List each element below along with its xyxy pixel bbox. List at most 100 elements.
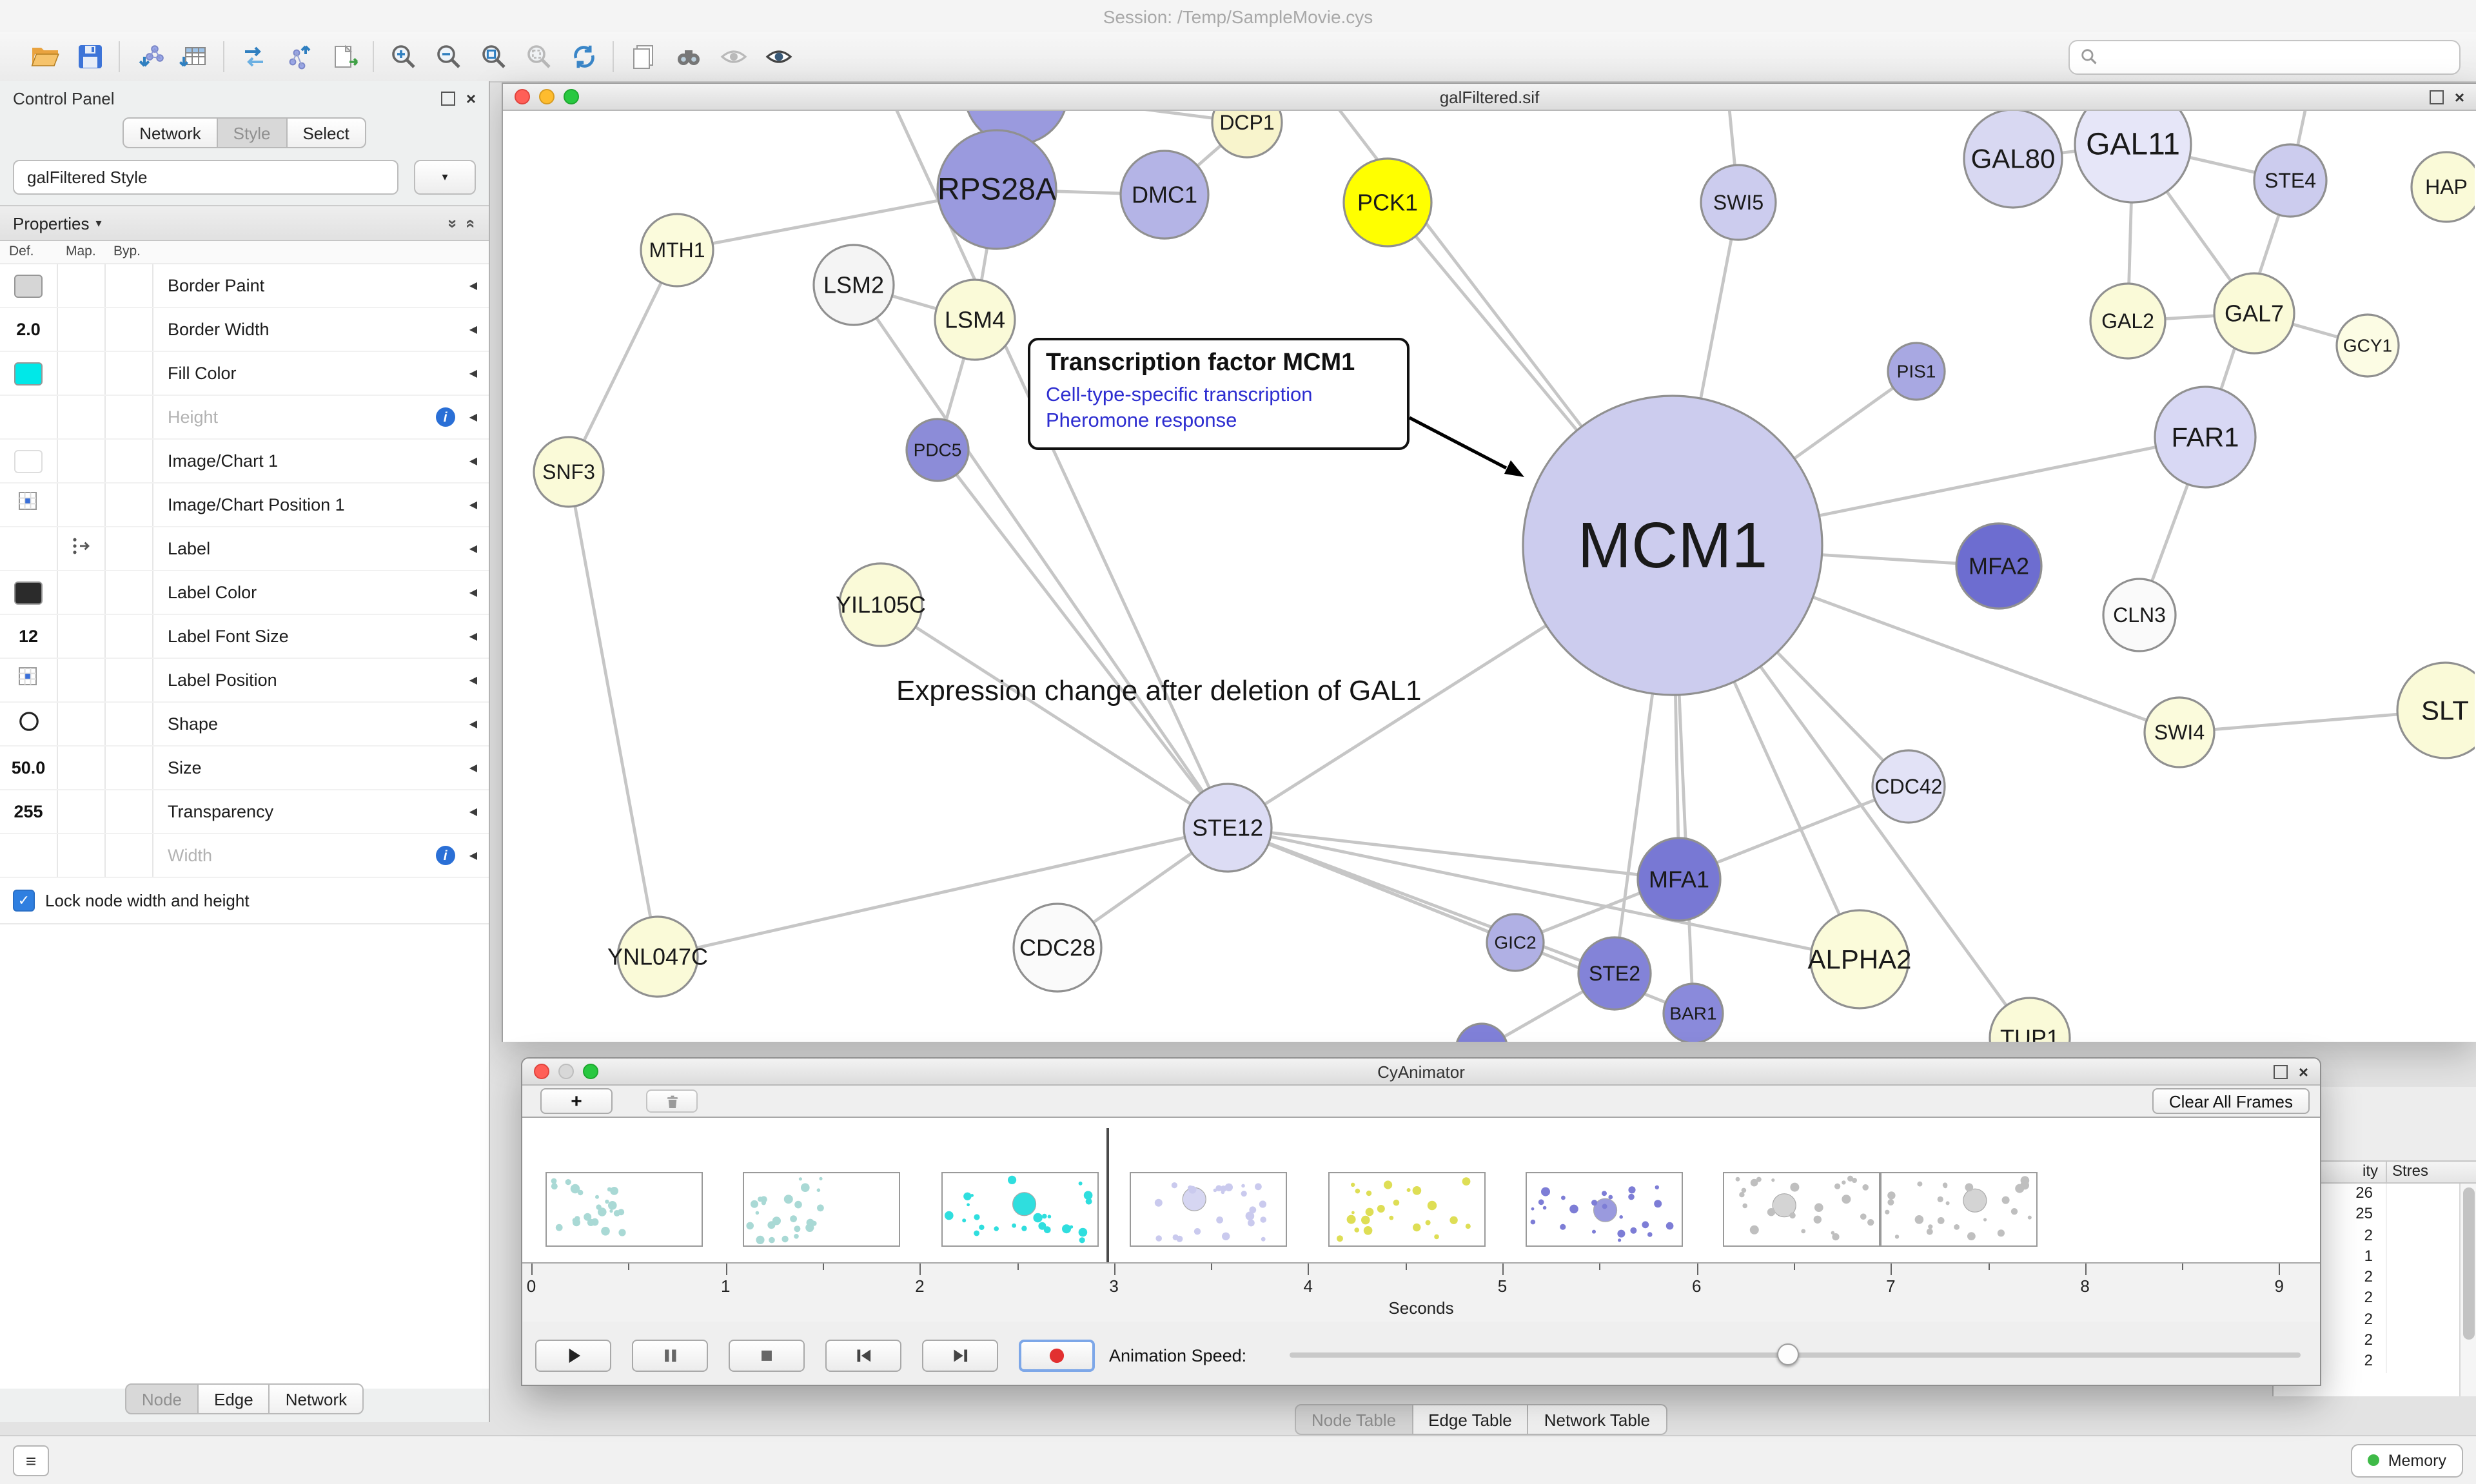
- mapping-cell[interactable]: [58, 571, 106, 614]
- default-value-cell[interactable]: [0, 264, 58, 307]
- expand-row-icon[interactable]: ◀: [469, 674, 477, 686]
- table-row[interactable]: 2: [2274, 1351, 2459, 1373]
- network-node-YNL047C[interactable]: [616, 915, 699, 998]
- collapse-all-icon[interactable]: »: [443, 218, 463, 228]
- network-edge[interactable]: [1016, 111, 1248, 124]
- import-network-icon[interactable]: [132, 39, 166, 74]
- table-scrollbar-thumb[interactable]: [2462, 1187, 2474, 1340]
- color-swatch[interactable]: [14, 581, 43, 604]
- bypass-cell[interactable]: [106, 790, 153, 833]
- info-icon[interactable]: i: [435, 846, 455, 865]
- network-node-STE2[interactable]: [1577, 936, 1652, 1011]
- network-arrows-icon[interactable]: [236, 39, 271, 74]
- network-edge[interactable]: [936, 449, 1229, 829]
- network-node-MCM1[interactable]: [1522, 395, 1823, 696]
- float-panel-icon[interactable]: [441, 91, 456, 105]
- network-node-BAR1[interactable]: [1662, 982, 1724, 1042]
- expand-row-icon[interactable]: ◀: [469, 587, 477, 598]
- frame-thumbnail-1[interactable]: [545, 1172, 703, 1247]
- stop-button[interactable]: [729, 1340, 805, 1372]
- show-all-icon[interactable]: [761, 39, 796, 74]
- property-row-label[interactable]: Label◀: [0, 527, 489, 571]
- properties-header[interactable]: Properties ▾ » «: [0, 205, 489, 241]
- bypass-cell[interactable]: [106, 615, 153, 658]
- expand-row-icon[interactable]: ◀: [469, 718, 477, 730]
- bypass-cell[interactable]: [106, 396, 153, 438]
- animator-close-icon[interactable]: ×: [2298, 1062, 2308, 1081]
- property-row-image-chart-position-1[interactable]: Image/Chart Position 1◀: [0, 483, 489, 527]
- table-tab-network-table[interactable]: Network Table: [1528, 1404, 1667, 1435]
- property-row-label-color[interactable]: Label Color◀: [0, 571, 489, 615]
- frame-thumbnail-6[interactable]: [1526, 1172, 1683, 1247]
- style-tab-network[interactable]: Network: [270, 1383, 364, 1414]
- expand-row-icon[interactable]: ◀: [469, 543, 477, 554]
- speed-slider-handle[interactable]: [1777, 1343, 1799, 1365]
- frame-thumbnail-3[interactable]: [941, 1172, 1099, 1247]
- network-node-LSM4[interactable]: [934, 278, 1016, 361]
- close-window-icon[interactable]: ×: [2454, 87, 2464, 106]
- mapping-cell[interactable]: [58, 352, 106, 395]
- network-node-TUP1[interactable]: [1989, 997, 2071, 1042]
- network-node-STE4[interactable]: [2253, 143, 2328, 218]
- network-node-CDC42[interactable]: [1871, 749, 1946, 824]
- mapping-cell[interactable]: [58, 659, 106, 701]
- save-session-icon[interactable]: [72, 39, 107, 74]
- network-node-DCP1[interactable]: [1211, 111, 1283, 159]
- refresh-view-icon[interactable]: [566, 39, 601, 74]
- delete-frame-button[interactable]: [646, 1089, 698, 1113]
- default-value-cell[interactable]: [0, 396, 58, 438]
- network-node-ALPHA2[interactable]: [1809, 909, 1910, 1010]
- network-node-HAP[interactable]: [2410, 151, 2476, 223]
- table-row[interactable]: 25: [2274, 1204, 2459, 1226]
- import-table-icon[interactable]: [177, 39, 211, 74]
- table-row[interactable]: 2: [2274, 1225, 2459, 1247]
- style-tab-edge[interactable]: Edge: [199, 1383, 270, 1414]
- pause-button[interactable]: [632, 1340, 708, 1372]
- network-node-LSM2[interactable]: [812, 244, 895, 326]
- animator-minimize-button[interactable]: [558, 1064, 574, 1079]
- default-value-cell[interactable]: [0, 440, 58, 482]
- zoom-button[interactable]: [564, 89, 579, 104]
- table-header-col2[interactable]: Stres: [2392, 1162, 2429, 1180]
- mapping-cell[interactable]: [58, 440, 106, 482]
- frame-thumbnail-8[interactable]: [1880, 1172, 2038, 1247]
- default-value-cell[interactable]: 255: [0, 790, 58, 833]
- animator-timeline[interactable]: [522, 1117, 2320, 1264]
- bypass-cell[interactable]: [106, 703, 153, 745]
- animator-zoom-button[interactable]: [583, 1064, 598, 1079]
- expand-row-icon[interactable]: ◀: [469, 630, 477, 642]
- mapping-cell[interactable]: [58, 264, 106, 307]
- expand-row-icon[interactable]: ◀: [469, 455, 477, 467]
- style-tab-node[interactable]: Node: [124, 1383, 199, 1414]
- close-panel-icon[interactable]: ×: [466, 88, 476, 108]
- default-value-cell[interactable]: [0, 527, 58, 570]
- network-edge[interactable]: [657, 826, 1228, 959]
- expand-row-icon[interactable]: ◀: [469, 850, 477, 861]
- zoom-selected-icon[interactable]: [521, 39, 556, 74]
- icon-ellipse[interactable]: [17, 710, 39, 738]
- expand-row-icon[interactable]: ◀: [469, 324, 477, 335]
- table-row[interactable]: 1: [2274, 1246, 2459, 1268]
- panel-list-button[interactable]: ≡: [13, 1445, 49, 1476]
- network-edge[interactable]: [1227, 826, 1680, 881]
- network-edge[interactable]: [567, 249, 679, 473]
- expand-row-icon[interactable]: ◀: [469, 499, 477, 511]
- network-node-SNF3[interactable]: [533, 436, 605, 508]
- style-options-button[interactable]: ▾: [414, 160, 476, 195]
- mapping-cell[interactable]: [58, 747, 106, 789]
- bypass-cell[interactable]: [106, 308, 153, 351]
- frame-thumbnail-2[interactable]: [743, 1172, 900, 1247]
- default-value-cell[interactable]: 2.0: [0, 308, 58, 351]
- network-node-GAL80[interactable]: [1963, 111, 2063, 209]
- mapping-cell[interactable]: [58, 790, 106, 833]
- network-edge[interactable]: [852, 284, 1229, 829]
- network-edge[interactable]: [567, 471, 660, 957]
- annotation-link-1[interactable]: Cell-type-specific transcription: [1046, 384, 1313, 406]
- table-row[interactable]: 26: [2274, 1184, 2459, 1205]
- network-node-GCY1[interactable]: [2335, 313, 2400, 378]
- default-value-cell[interactable]: 12: [0, 615, 58, 658]
- info-icon[interactable]: i: [435, 407, 455, 427]
